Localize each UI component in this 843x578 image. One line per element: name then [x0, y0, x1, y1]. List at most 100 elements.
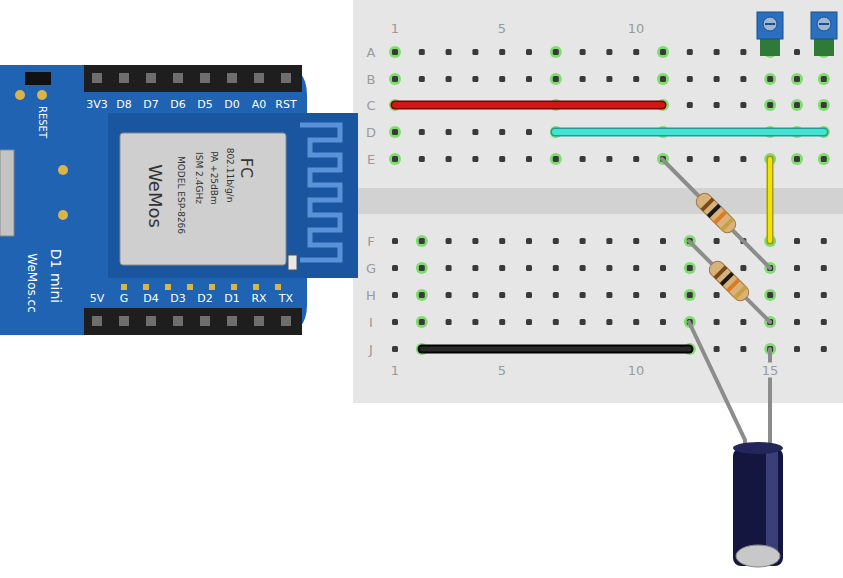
hole	[794, 292, 800, 298]
pin-label: D1	[224, 293, 239, 304]
header-pin	[92, 316, 102, 326]
resistor-symbol	[689, 241, 770, 322]
pin-label: D0	[224, 99, 239, 110]
hole	[499, 76, 505, 82]
hole	[633, 76, 639, 82]
hole	[392, 49, 398, 55]
hole	[660, 76, 666, 82]
active-hole	[389, 73, 401, 85]
hole	[526, 49, 532, 55]
hole	[606, 292, 612, 298]
hole	[526, 156, 532, 162]
hole	[687, 156, 693, 162]
row-letter: I	[367, 315, 375, 330]
hole	[553, 238, 559, 244]
active-hole	[791, 153, 803, 165]
hole	[633, 49, 639, 55]
cyan-wire	[555, 129, 824, 135]
hole	[419, 319, 425, 325]
pin-label: D6	[170, 99, 185, 110]
hole	[580, 76, 586, 82]
hole	[714, 292, 720, 298]
hole	[606, 49, 612, 55]
pin-label: D7	[143, 99, 158, 110]
hole	[687, 265, 693, 271]
header-pin	[254, 316, 264, 326]
hole	[794, 319, 800, 325]
hole	[633, 319, 639, 325]
hole	[606, 76, 612, 82]
pad	[165, 284, 171, 290]
hole	[821, 292, 827, 298]
pin-label: RX	[251, 293, 266, 304]
breadboard-holes	[389, 46, 830, 355]
hole	[446, 319, 452, 325]
active-hole	[657, 46, 669, 58]
hole	[419, 238, 425, 244]
hole	[472, 76, 478, 82]
hole	[740, 319, 746, 325]
header-pin	[146, 73, 156, 83]
row-letter: B	[365, 72, 378, 87]
column-number: 5	[496, 21, 508, 36]
module-text: 802.11b/g/n	[225, 148, 234, 203]
hole	[419, 292, 425, 298]
active-hole	[764, 99, 776, 111]
column-number: 10	[626, 363, 647, 378]
hole	[821, 102, 827, 108]
hole	[687, 76, 693, 82]
hole	[714, 319, 720, 325]
cyan-wire	[555, 128, 824, 137]
hole	[740, 156, 746, 162]
hole	[553, 319, 559, 325]
hole	[714, 102, 720, 108]
active-hole	[416, 262, 428, 274]
hole	[606, 238, 612, 244]
header-pin	[227, 316, 237, 326]
hole	[392, 129, 398, 135]
hole	[499, 129, 505, 135]
pin-label: D4	[143, 293, 158, 304]
hole	[526, 265, 532, 271]
hole	[794, 49, 800, 55]
capacitor-symbol	[689, 322, 783, 567]
hole	[740, 49, 746, 55]
pin-label: A0	[252, 99, 267, 110]
resistor-symbol	[662, 159, 770, 268]
hole	[687, 49, 693, 55]
hole	[553, 292, 559, 298]
pin-label: 5V	[90, 293, 105, 304]
hole	[553, 265, 559, 271]
hole	[392, 265, 398, 271]
hole	[687, 102, 693, 108]
hole	[821, 346, 827, 352]
yellow-wire	[767, 159, 774, 241]
row-letter: C	[364, 98, 377, 113]
hole	[499, 319, 505, 325]
pad	[231, 284, 237, 290]
hole	[794, 346, 800, 352]
hole	[392, 319, 398, 325]
active-hole	[550, 73, 562, 85]
hole	[633, 265, 639, 271]
row-letter: F	[365, 234, 376, 249]
fc-mark: FC	[238, 158, 254, 178]
hole	[740, 265, 746, 271]
hole	[714, 238, 720, 244]
pin-label: D2	[197, 293, 212, 304]
hole	[419, 49, 425, 55]
terminal-block	[811, 12, 837, 56]
row-letter: E	[365, 152, 377, 167]
hole	[472, 319, 478, 325]
hole	[714, 346, 720, 352]
header-pin	[254, 73, 264, 83]
hole	[660, 265, 666, 271]
hole	[633, 156, 639, 162]
header-pin	[119, 316, 129, 326]
hole	[446, 49, 452, 55]
active-hole	[684, 289, 696, 301]
pin-label: G	[120, 293, 129, 304]
hole	[794, 102, 800, 108]
pad	[253, 284, 259, 290]
active-hole	[416, 235, 428, 247]
